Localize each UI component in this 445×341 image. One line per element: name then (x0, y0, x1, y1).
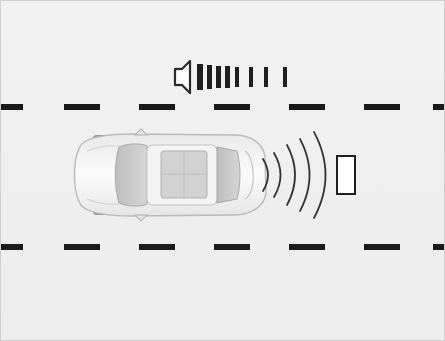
ultrasonic-waves (263, 132, 326, 218)
obstacle-marker (337, 156, 355, 194)
car-top-view (75, 129, 267, 221)
speaker-icon (175, 61, 190, 93)
beep-bars (197, 64, 287, 90)
lane-line-bottom (1, 244, 444, 250)
lane-line-top (1, 104, 444, 110)
